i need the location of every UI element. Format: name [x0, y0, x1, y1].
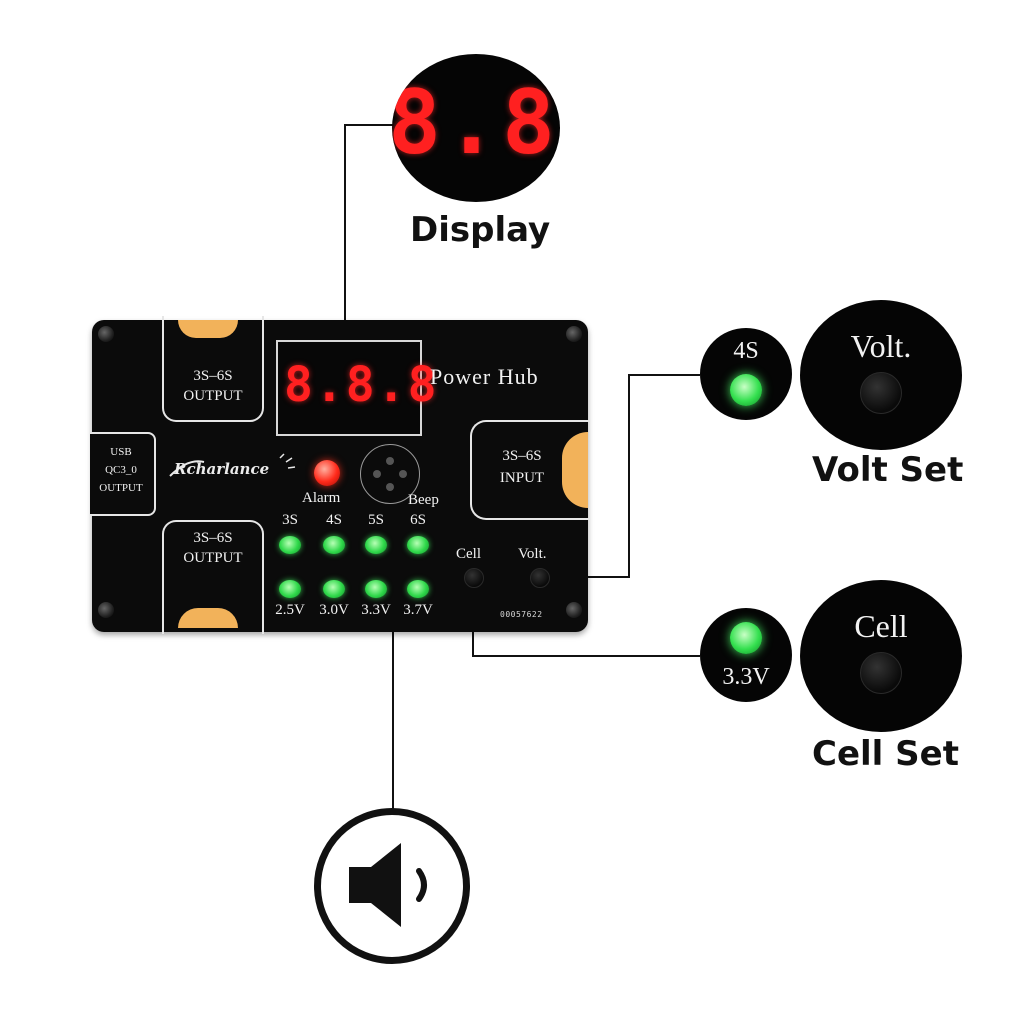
- voltage-label-3-7v: 3.7V: [403, 602, 433, 618]
- usb-port: USB QC3_0 OUTPUT: [90, 432, 156, 516]
- cell-count-led-4s: [323, 536, 345, 554]
- volt-zoom-led: [730, 374, 762, 406]
- volt-connector-horizontal: [628, 374, 700, 376]
- cell-button-zoom-circle: Cell: [800, 580, 962, 732]
- output-port-top-line2: OUTPUT: [183, 388, 243, 404]
- voltage-label-2-5v: 2.5V: [275, 602, 305, 618]
- volt-button-label: Volt.: [518, 546, 547, 562]
- display-zoom-circle: 8.8.8: [392, 54, 560, 202]
- cell-set-callout-label: Cell Set: [812, 734, 959, 774]
- usb-line2: QC3_0: [105, 464, 137, 476]
- output-port-top: 3S–6S OUTPUT: [162, 316, 264, 422]
- voltage-label-3-0v: 3.0V: [319, 602, 349, 618]
- alarm-label: Alarm: [302, 490, 341, 506]
- cell-count-led-3s: [279, 536, 301, 554]
- input-port-tab: [562, 432, 588, 508]
- cell-connector-vertical: [472, 610, 474, 656]
- brand-logo: Rcharlance: [168, 452, 298, 482]
- cell-zoom-led: [730, 622, 762, 654]
- cell-zoom-button[interactable]: [860, 652, 902, 694]
- screw-bottom-left: [98, 602, 114, 618]
- seven-segment-display: 8.8.8: [276, 340, 437, 436]
- cell-connector-horizontal: [472, 655, 700, 657]
- serial-number: 00057622: [500, 610, 543, 619]
- brand-name: Rcharlance: [174, 460, 270, 478]
- cell-zoom-button-label: Cell: [854, 608, 908, 644]
- volt-zoom-button[interactable]: [860, 372, 902, 414]
- cell-button[interactable]: [464, 568, 484, 588]
- speaker-connector-vertical: [392, 630, 394, 812]
- input-port: 3S–6S INPUT: [470, 420, 590, 520]
- board-title: Power Hub: [430, 364, 539, 389]
- voltage-led-3-7v: [407, 580, 429, 598]
- display-digits: 8.8.8: [284, 357, 439, 413]
- buzzer-hole-right: [399, 470, 407, 478]
- cell-count-label-6s: 6S: [410, 512, 426, 528]
- output-port-bottom-tab: [178, 608, 238, 628]
- cell-count-label-3s: 3S: [282, 512, 298, 528]
- volt-zoom-led-label: 4S: [733, 338, 759, 364]
- output-port-bottom-line1: 3S–6S: [193, 530, 233, 546]
- volt-zoom-button-label: Volt.: [850, 328, 912, 364]
- volt-connector-stub: [578, 576, 630, 578]
- cell-count-led-6s: [407, 536, 429, 554]
- input-port-line1: 3S–6S: [502, 448, 542, 464]
- cell-button-label: Cell: [456, 546, 481, 562]
- cell-led-zoom-circle: 3.3V: [700, 608, 792, 702]
- screw-top-right: [566, 326, 582, 342]
- beep-label: Beep: [408, 492, 439, 508]
- cell-count-label-4s: 4S: [326, 512, 342, 528]
- alarm-led: [314, 460, 340, 486]
- usb-line1: USB: [110, 446, 132, 458]
- voltage-label-3-3v: 3.3V: [361, 602, 391, 618]
- voltage-led-2-5v: [279, 580, 301, 598]
- output-port-bottom: 3S–6S OUTPUT: [162, 520, 264, 634]
- output-port-top-tab: [178, 320, 238, 338]
- buzzer-hole-top: [386, 457, 394, 465]
- usb-line3: OUTPUT: [99, 482, 143, 494]
- cell-count-label-5s: 5S: [368, 512, 384, 528]
- power-hub-board: 3S–6S OUTPUT USB QC3_0 OUTPUT 3S–6S OUTP…: [90, 316, 590, 634]
- display-connector-horizontal: [344, 124, 400, 126]
- cell-count-led-5s: [365, 536, 387, 554]
- display-zoom-digits: 8.8.8: [392, 71, 560, 174]
- display-connector-vertical: [344, 124, 346, 324]
- display-callout-label: Display: [410, 210, 551, 250]
- screw-top-left: [98, 326, 114, 342]
- beep-buzzer: [360, 444, 420, 504]
- volt-button[interactable]: [530, 568, 550, 588]
- screw-bottom-right: [566, 602, 582, 618]
- output-port-top-line1: 3S–6S: [193, 368, 233, 384]
- voltage-led-3-0v: [323, 580, 345, 598]
- cell-zoom-led-label: 3.3V: [722, 664, 770, 690]
- volt-set-callout-label: Volt Set: [812, 450, 964, 490]
- speaker-icon: [349, 843, 427, 927]
- output-port-bottom-line2: OUTPUT: [183, 550, 243, 566]
- speaker-circle: [314, 808, 470, 964]
- volt-led-zoom-circle: 4S: [700, 328, 792, 420]
- voltage-led-3-3v: [365, 580, 387, 598]
- buzzer-hole-left: [373, 470, 381, 478]
- volt-button-zoom-circle: Volt.: [800, 300, 962, 450]
- brand-swoosh-icon: [169, 453, 296, 477]
- input-port-line2: INPUT: [499, 470, 545, 486]
- buzzer-hole-bottom: [386, 483, 394, 491]
- volt-connector-vertical: [628, 374, 630, 578]
